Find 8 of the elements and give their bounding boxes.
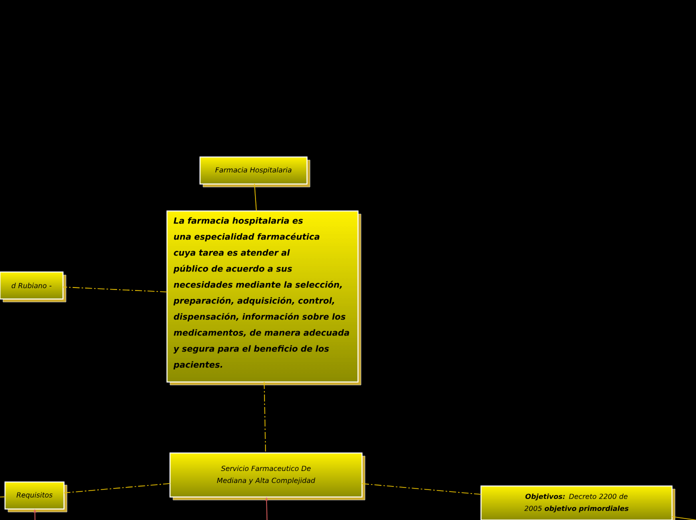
connector — [362, 483, 482, 495]
connector — [672, 516, 696, 520]
connector — [264, 382, 266, 454]
connector — [0, 496, 6, 498]
connector — [254, 184, 257, 212]
topic-box: La farmacia hospitalaria es una especialidad farmacéutica cuya tarea es atender al público de acuerdo a sus necesidades mediante la selección, preparación, adquisición, control, dispensación, información sobre los medicamentos, de manera adecuada y segura para el beneficio de los pacientes. — [166, 210, 362, 386]
connector — [62, 286, 168, 292]
connector — [64, 483, 170, 494]
